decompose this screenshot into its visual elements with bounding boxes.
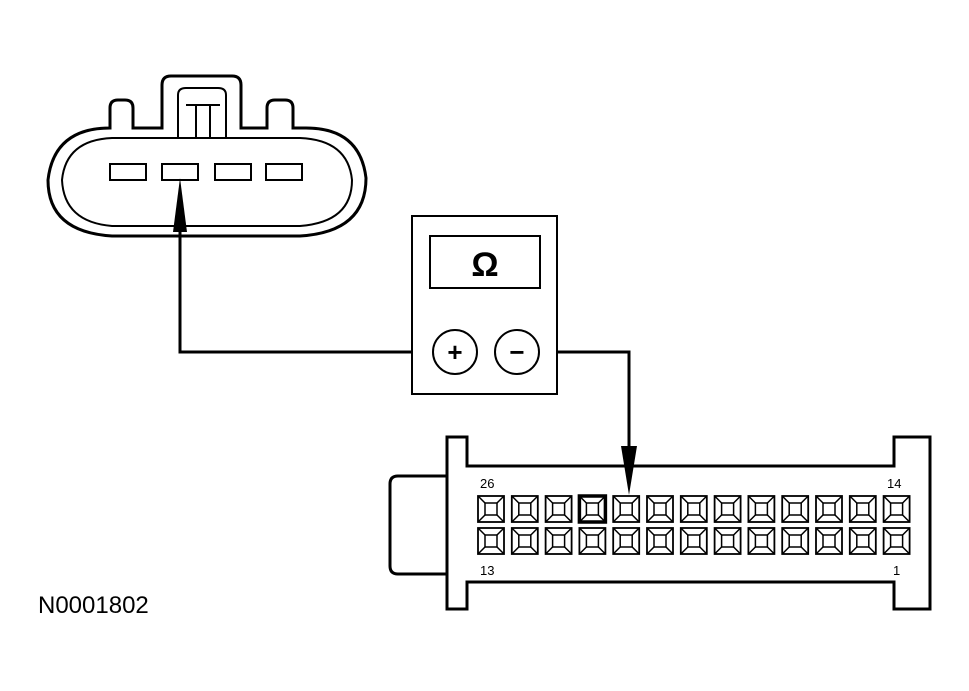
- module-pin-cavity: [510, 495, 539, 523]
- pin-label-1: 1: [893, 563, 900, 578]
- positive-probe-arrow-icon: [173, 178, 187, 232]
- sensor-pin-3: [214, 163, 252, 181]
- module-pin-cavity: [781, 495, 810, 523]
- module-connector-side-tab: [388, 474, 447, 576]
- pin-label-14: 14: [887, 476, 901, 491]
- module-pin-cavity: [477, 527, 505, 555]
- module-pin-cavity: [747, 495, 776, 523]
- sensor-pin-4: [265, 163, 303, 181]
- module-pin-cavity: [882, 495, 911, 523]
- negative-terminal: [494, 329, 540, 375]
- sensor-connector-outer-shell: [46, 74, 368, 238]
- positive-terminal: [432, 329, 478, 375]
- positive-terminal-label: +: [447, 337, 462, 367]
- module-pin-cavity: [679, 495, 708, 523]
- module-pin-cavity: [646, 527, 674, 555]
- module-pin-grid: [477, 494, 911, 555]
- positive-test-lead: [178, 224, 432, 354]
- module-pin-cavity: [848, 527, 877, 555]
- ohmmeter: Ω + −: [411, 215, 558, 395]
- module-pin-cavity: [882, 527, 911, 555]
- ohm-symbol: Ω: [471, 246, 498, 284]
- sensor-connector: [46, 74, 368, 238]
- module-pin-cavity: [713, 495, 742, 523]
- module-pin-cavity: [646, 495, 674, 523]
- module-pin-cavity: [577, 494, 608, 524]
- ohmmeter-display: [429, 235, 541, 289]
- module-pin-cavity: [510, 527, 539, 555]
- module-pin-cavity: [612, 527, 641, 555]
- module-pin-cavity: [781, 527, 810, 555]
- sensor-connector-latch: [177, 87, 227, 138]
- negative-terminal-label: −: [509, 337, 524, 367]
- module-connector-housing: [445, 435, 932, 611]
- sensor-pin-2: [161, 163, 199, 181]
- module-pin-cavity: [679, 527, 708, 555]
- figure-id: N0001802: [38, 592, 149, 619]
- module-pin-cavity: [747, 527, 776, 555]
- pin-label-26: 26: [480, 476, 494, 491]
- module-pin-cavity: [544, 527, 573, 555]
- test-leads: [178, 224, 631, 452]
- negative-test-lead: [540, 350, 631, 452]
- pin-label-13: 13: [480, 563, 494, 578]
- module-pin-cavity: [713, 527, 742, 555]
- module-pin-cavity: [848, 495, 877, 523]
- negative-probe-arrow-icon: [621, 446, 637, 495]
- module-pin-cavity: [815, 527, 843, 555]
- module-pin-cavity: [815, 495, 843, 523]
- module-connector: 26 14 13 1: [388, 435, 932, 611]
- module-pin-cavity: [544, 495, 573, 523]
- sensor-connector-inner-shell: [60, 137, 354, 227]
- module-pin-cavity: [477, 495, 505, 523]
- sensor-pin-1: [109, 163, 147, 181]
- module-pin-cavity: [612, 495, 641, 523]
- module-pin-cavity: [578, 527, 607, 555]
- sensor-connector-latch-tab: [195, 104, 211, 139]
